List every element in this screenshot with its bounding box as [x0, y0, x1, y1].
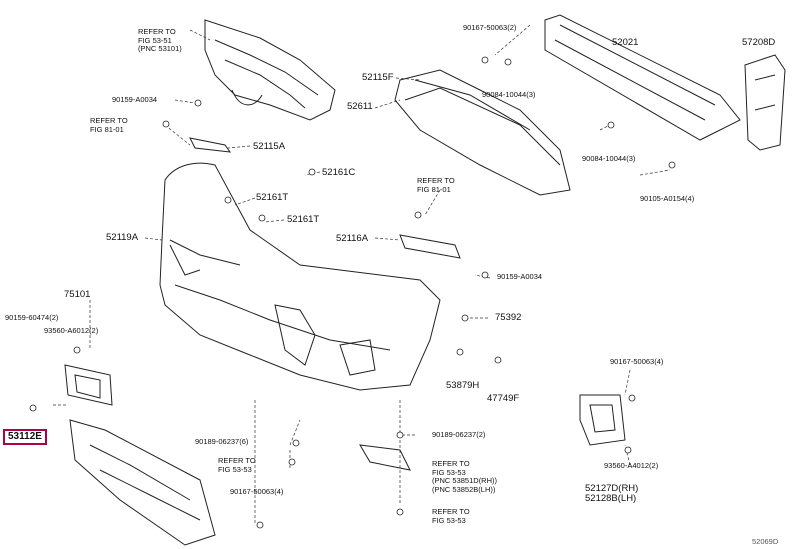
- bolt-icon: [668, 161, 676, 169]
- bolt-icon: [396, 431, 404, 439]
- bolt-icon: [29, 404, 37, 412]
- label-fig81-left: REFER TO FIG 81-01: [90, 116, 128, 134]
- label-90084-b: 90084-10044(3): [582, 154, 636, 163]
- label-52161t-b: 52161T: [287, 214, 320, 225]
- bumper-reinforcement-part: [544, 14, 741, 141]
- bolt-icon: [308, 168, 316, 176]
- lower-grille-part: [69, 419, 216, 546]
- label-fig81-mid: REFER TO FIG 81-01: [417, 176, 455, 194]
- bolt-icon: [494, 356, 502, 364]
- energy-absorber-part: [394, 69, 571, 196]
- label-93560-a6012: 93560-A6012(2): [44, 326, 99, 335]
- label-90159-a0034-top: 90159-A0034: [112, 95, 158, 104]
- label-90159-a0034-mid: 90159-A0034: [497, 272, 543, 281]
- bracket-52127d-part: [579, 394, 626, 446]
- label-47749f: 47749F: [487, 393, 520, 404]
- label-53879h: 53879H: [446, 380, 480, 391]
- bolt-icon: [162, 120, 170, 128]
- emblem-bracket-part: [64, 364, 113, 406]
- bolt-icon: [258, 214, 266, 222]
- bolt-icon: [396, 508, 404, 516]
- label-52161t-a: 52161T: [256, 192, 289, 203]
- label-90189-a: 90189-06237(6): [195, 437, 249, 446]
- bolt-icon: [292, 439, 300, 447]
- label-corner-code: 52069D: [752, 537, 779, 546]
- label-fig53-53-a: REFER TO FIG 53-53: [218, 456, 256, 474]
- label-fig53-53-b: REFER TO FIG 53-53 (PNC 53851D(RH)) (PNC…: [432, 459, 498, 494]
- bolt-icon: [256, 521, 264, 529]
- label-52161c: 52161C: [322, 167, 356, 178]
- label-52127d: 52127D(RH) 52128B(LH): [585, 483, 639, 504]
- bolt-icon: [481, 271, 489, 279]
- label-75392: 75392: [495, 312, 522, 323]
- label-52119a: 52119A: [106, 232, 139, 243]
- bolt-icon: [456, 348, 464, 356]
- bolt-icon: [73, 346, 81, 354]
- clip-52115a-part: [189, 137, 232, 153]
- label-53112e-highlighted[interactable]: 53112E: [3, 429, 47, 445]
- bolt-icon: [504, 58, 512, 66]
- label-90167-bottom: 90167-50063(4): [230, 487, 284, 496]
- label-90167-right: 90167-50063(4): [610, 357, 664, 366]
- bolt-icon: [194, 99, 202, 107]
- bolt-icon: [414, 211, 422, 219]
- label-93560-a4012: 93560-A4012(2): [604, 461, 659, 470]
- label-90159-60474: 90159-60474(2): [5, 313, 59, 322]
- bolt-icon: [461, 314, 469, 322]
- label-90189-b: 90189-06237(2): [432, 430, 486, 439]
- label-fig53-53-c: REFER TO FIG 53-53: [432, 507, 470, 525]
- label-75101: 75101: [64, 289, 91, 300]
- bolt-icon: [628, 394, 636, 402]
- label-90084-a: 90084-10044(3): [482, 90, 536, 99]
- label-90167-top: 90167-50063(2): [463, 23, 517, 32]
- label-90105: 90105-A0154(4): [640, 194, 695, 203]
- bolt-icon: [288, 458, 296, 466]
- bracket-53851-part: [359, 444, 411, 471]
- bolt-icon: [224, 196, 232, 204]
- bolt-icon: [607, 121, 615, 129]
- label-52611: 52611: [347, 101, 373, 112]
- label-53101-ref: REFER TO FIG 53-51 (PNC 53101): [138, 27, 182, 53]
- label-52115a: 52115A: [253, 141, 286, 152]
- bar-52116a-part: [399, 234, 461, 259]
- upper-grille-part: [204, 19, 336, 121]
- label-57208d: 57208D: [742, 37, 776, 48]
- label-52116a: 52116A: [336, 233, 369, 244]
- bracket-57208d-part: [744, 54, 786, 151]
- bolt-icon: [481, 56, 489, 64]
- label-52115f: 52115F: [362, 72, 394, 83]
- bumper-cover-part: [159, 162, 441, 391]
- bolt-icon: [624, 446, 632, 454]
- label-52021: 52021: [612, 37, 639, 48]
